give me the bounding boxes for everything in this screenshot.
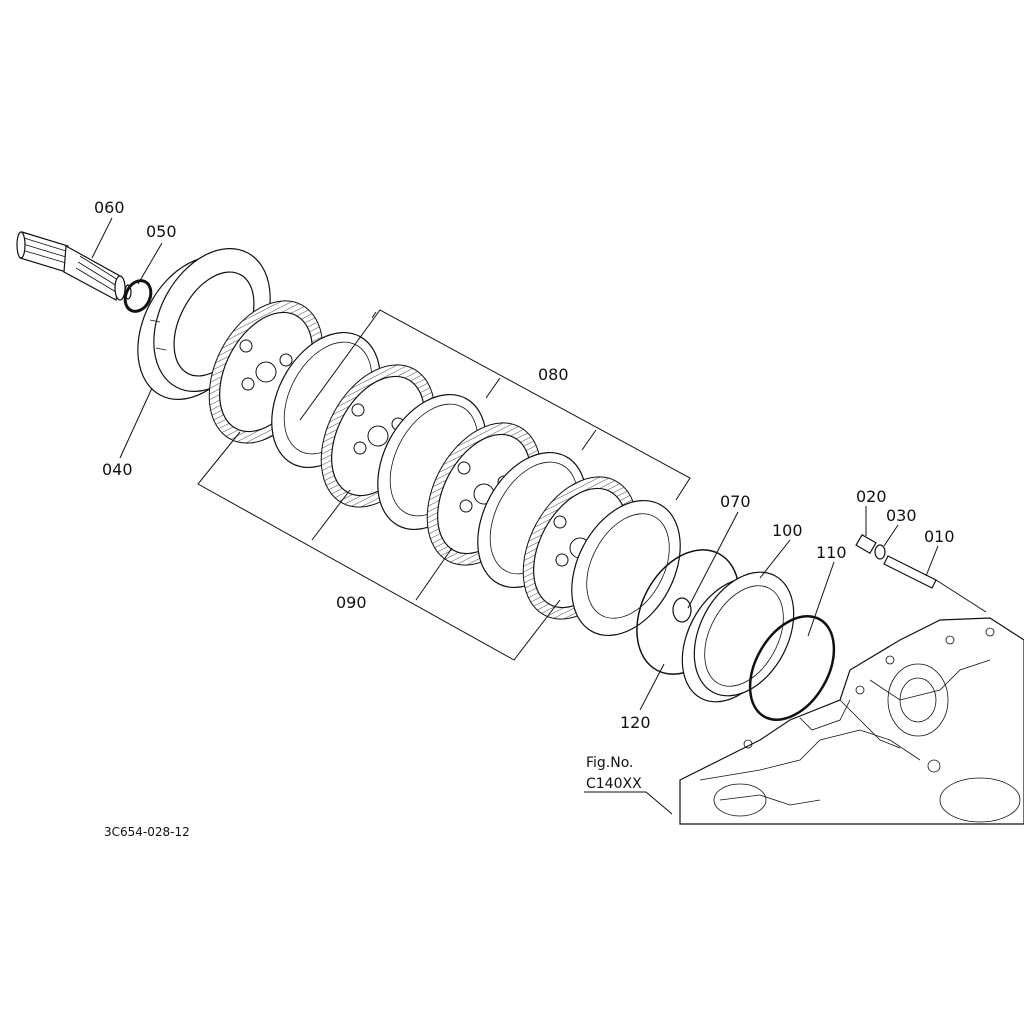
- pin-010: [883, 555, 937, 589]
- bracket-090: [197, 431, 561, 661]
- drawing-id: 3C654-028-12: [104, 825, 190, 839]
- washer-030: [874, 544, 886, 560]
- piston-100: [681, 571, 795, 703]
- leader-lines: [91, 217, 987, 815]
- o-ring-050: [123, 279, 153, 313]
- label-010: 010: [924, 527, 955, 546]
- label-070: 070: [720, 492, 751, 511]
- label-100: 100: [772, 521, 803, 540]
- bracket-080: [299, 309, 691, 501]
- label-030: 030: [886, 506, 917, 525]
- bushing-020: [855, 533, 877, 555]
- friction-plate-3: [426, 422, 542, 566]
- figure-reference-line2: C140XX: [586, 776, 642, 792]
- label-110: 110: [816, 543, 847, 562]
- transmission-case: [679, 617, 1024, 825]
- label-040: 040: [102, 460, 133, 479]
- label-090: 090: [336, 593, 367, 612]
- label-120: 120: [620, 713, 651, 732]
- label-060: 060: [94, 198, 125, 217]
- shaft-060: [16, 231, 132, 301]
- label-020: 020: [856, 487, 887, 506]
- label-050: 050: [146, 222, 177, 241]
- figure-reference-line1: Fig.No.: [586, 755, 634, 771]
- seal-ring-110: [748, 615, 836, 721]
- label-080: 080: [538, 365, 569, 384]
- separator-plate-4: [571, 499, 681, 637]
